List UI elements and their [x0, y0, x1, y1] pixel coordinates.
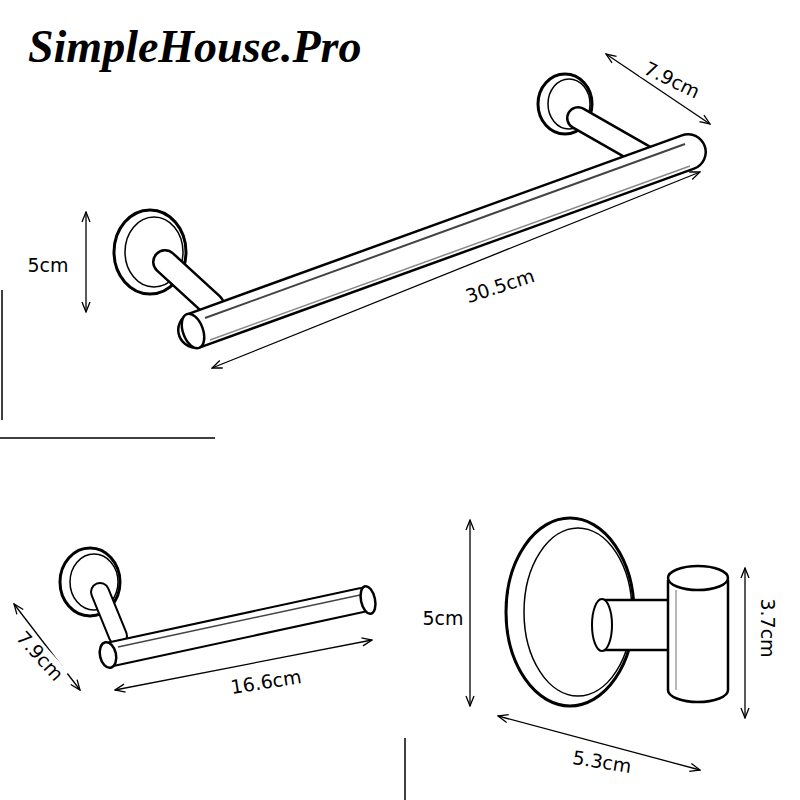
separator-line	[404, 738, 406, 800]
dimension-label: 30.5cm	[461, 264, 539, 307]
separator-line	[0, 437, 215, 439]
towel-bar	[114, 74, 690, 351]
brand-title: SimpleHouse.Pro	[28, 22, 362, 73]
dimension-arrows	[14, 604, 372, 690]
dimension-label: 7.9cm	[11, 626, 69, 687]
dimension-label: 5.3cm	[569, 747, 635, 778]
dimension-label: 3.7cm	[758, 596, 779, 659]
dimension-arrows	[86, 54, 710, 368]
separator-line	[1, 290, 3, 420]
robe-hook	[506, 518, 728, 706]
dimension-label: 5cm	[25, 255, 70, 276]
dimension-label: 16.6cm	[227, 666, 305, 698]
dimension-arrows	[470, 520, 745, 770]
paper-holder	[60, 548, 378, 669]
dimension-label: 5cm	[420, 608, 465, 629]
dimension-label: 7.9cm	[639, 57, 705, 103]
